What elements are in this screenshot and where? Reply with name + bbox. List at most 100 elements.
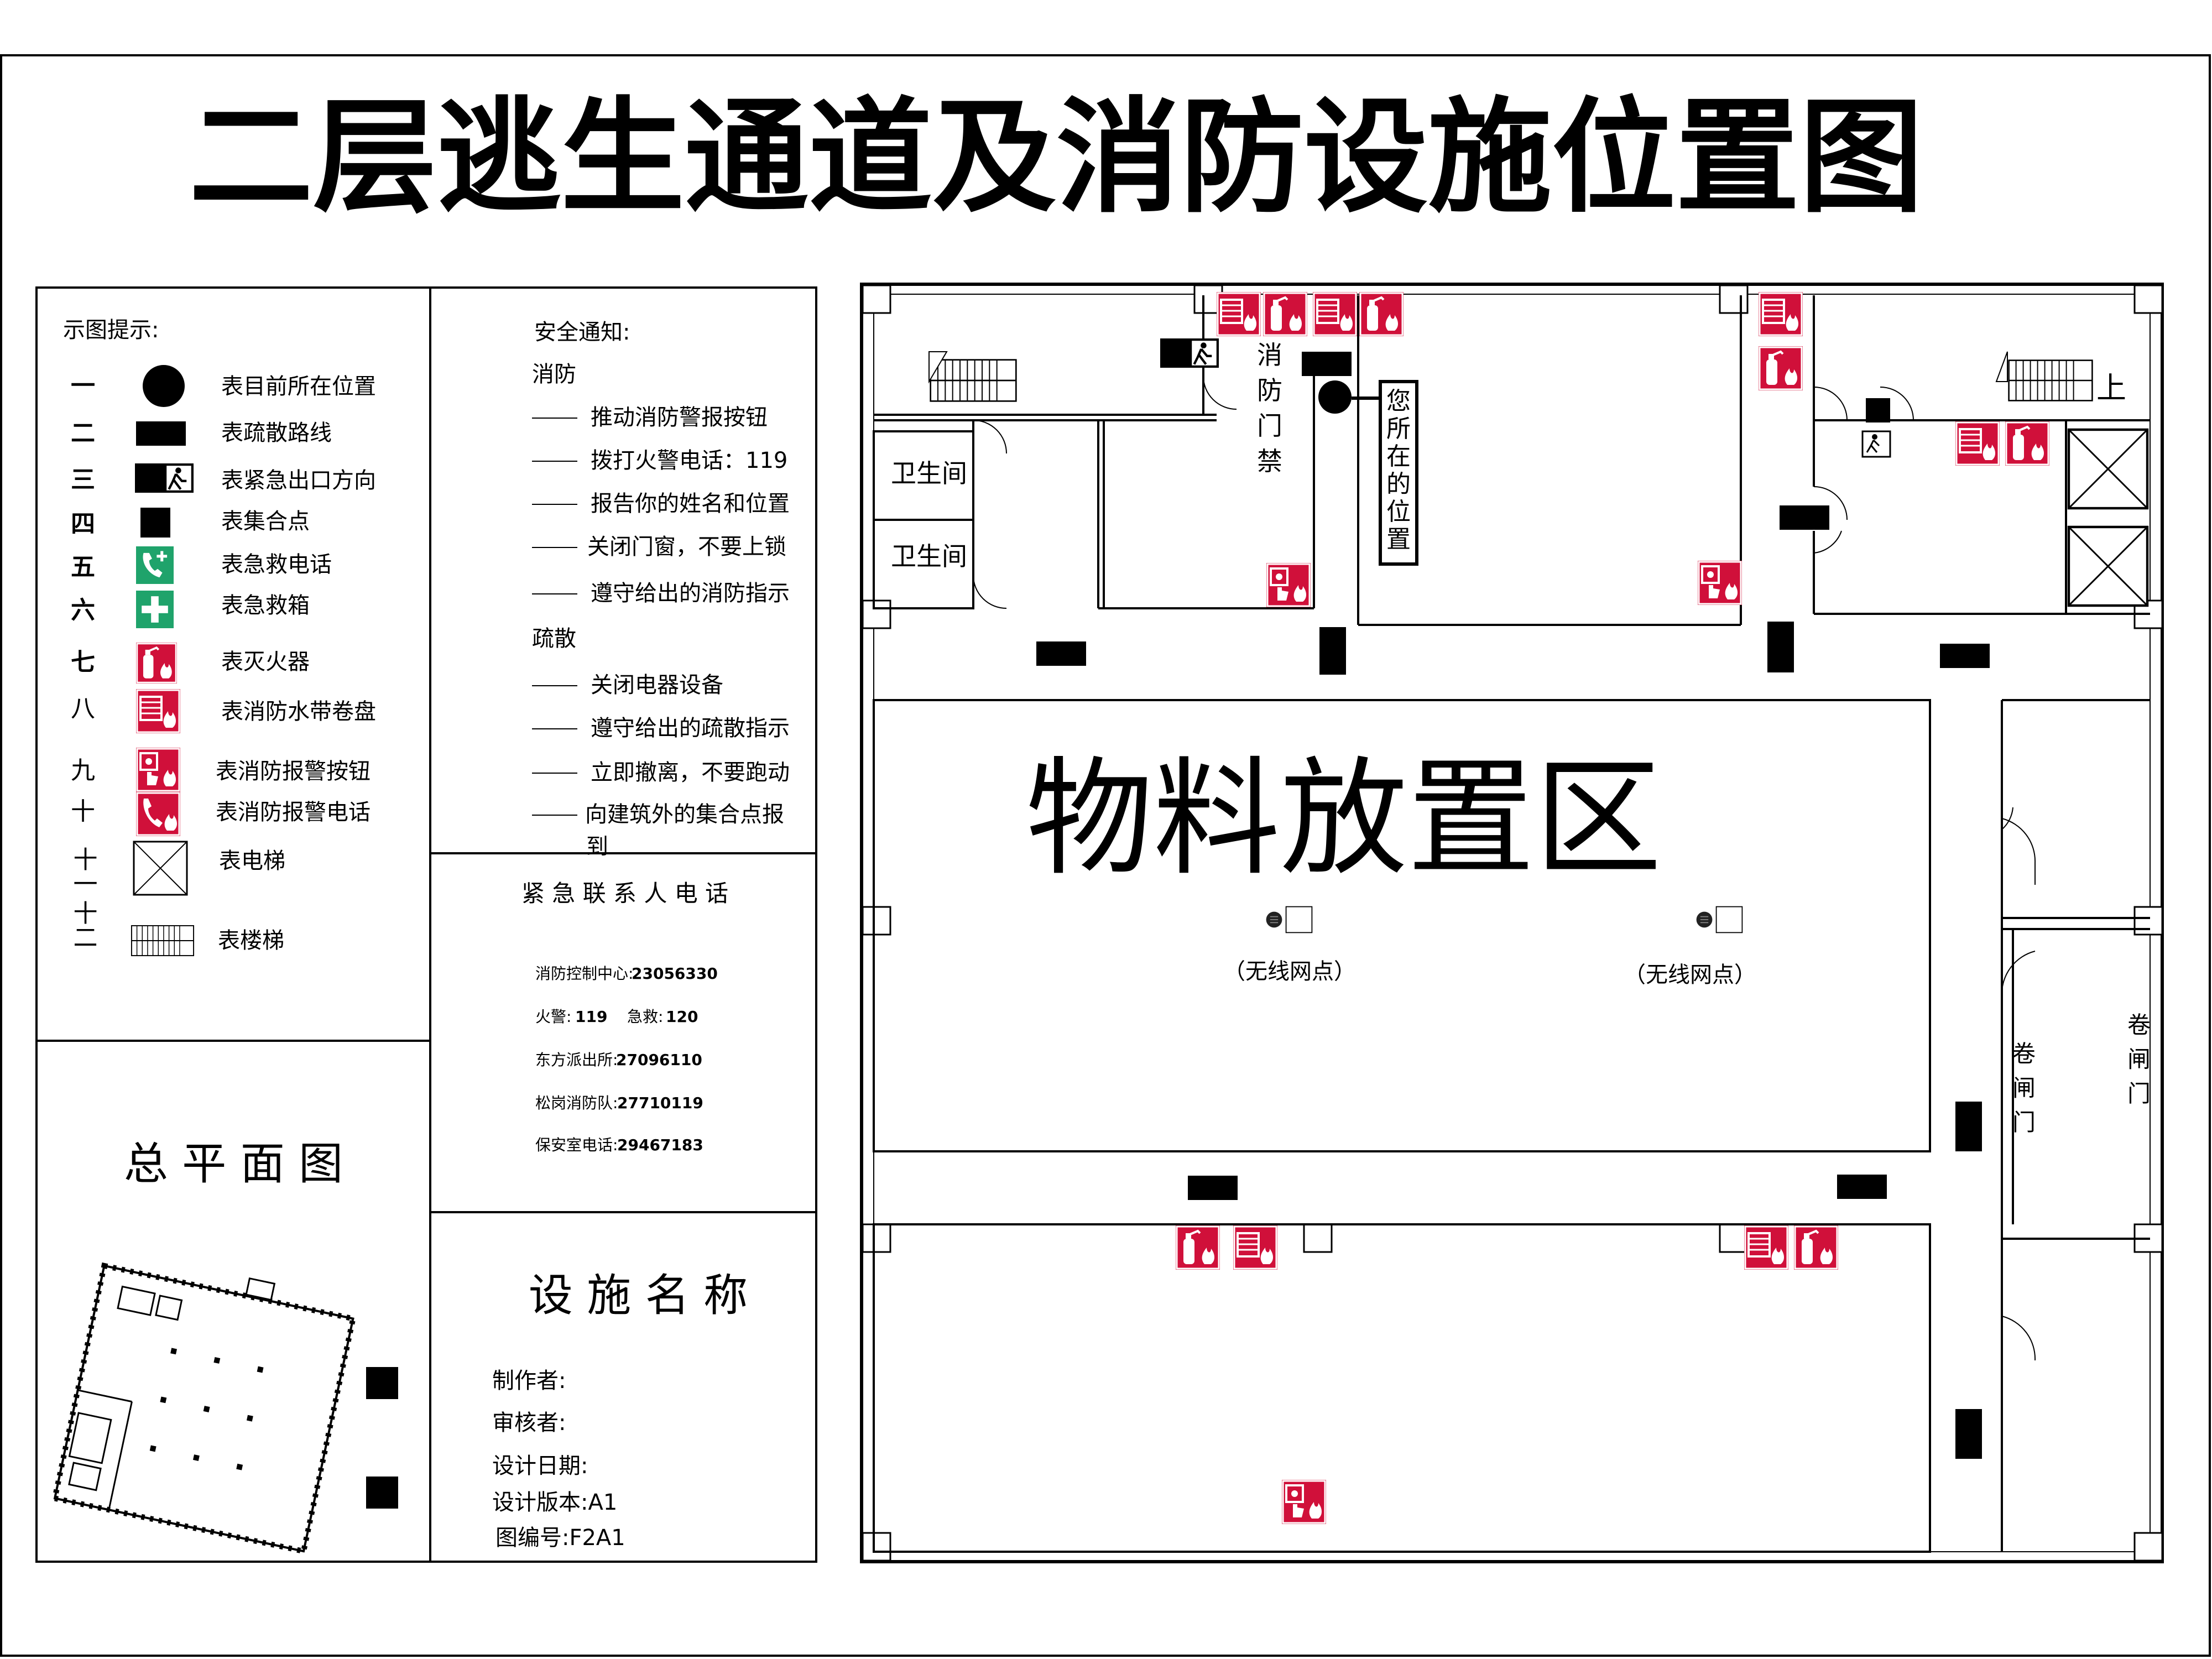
svg-text:卷: 卷 bbox=[2127, 1011, 2151, 1039]
overview-title: 总 平 面 图 bbox=[124, 1138, 343, 1190]
svg-text:门: 门 bbox=[2012, 1109, 2036, 1136]
toilet-label: 卫生间 bbox=[891, 458, 967, 488]
legend-item-5: 五 表急救电话 bbox=[71, 546, 332, 584]
svg-text:表灭火器: 表灭火器 bbox=[221, 649, 310, 675]
position-dot-icon bbox=[1318, 380, 1352, 414]
fire-hose-reel-icon bbox=[1955, 421, 2000, 466]
outer-frame bbox=[0, 54, 2211, 1657]
svg-text:九: 九 bbox=[71, 757, 95, 785]
notice-fire-header: 消防 bbox=[532, 362, 576, 387]
svg-text:闸: 闸 bbox=[2127, 1046, 2151, 1073]
legend-item-4: 四 表集合点 bbox=[71, 508, 310, 538]
svg-text:所: 所 bbox=[1386, 415, 1411, 443]
emergency-phone-icon bbox=[136, 546, 174, 584]
notice-fire-item: 遵守给出的消防指示 bbox=[591, 581, 790, 606]
svg-text:表电梯: 表电梯 bbox=[219, 848, 285, 874]
fire-hose-reel-icon bbox=[136, 689, 180, 733]
fire-extinguisher-icon bbox=[2005, 421, 2049, 466]
fire-extinguisher-icon bbox=[1263, 292, 1307, 336]
position-dot-icon bbox=[143, 365, 185, 407]
svg-text:表消防报警电话: 表消防报警电话 bbox=[216, 800, 371, 825]
legend: 示图提示: 一 表目前所在位置 二 表疏散路线 三 表紧急出口方向 四 表集合点… bbox=[63, 317, 376, 957]
svg-text:十: 十 bbox=[71, 797, 95, 826]
fire-hose-reel-icon bbox=[1313, 292, 1357, 336]
svg-text:二: 二 bbox=[71, 419, 95, 447]
maker-label: 制作者: bbox=[492, 1368, 566, 1394]
legend-item-2: 二 表疏散路线 bbox=[71, 419, 332, 447]
fire-alarm-phone-icon bbox=[136, 792, 180, 836]
svg-text:表楼梯: 表楼梯 bbox=[218, 928, 284, 953]
fire-alarm-button-icon bbox=[136, 748, 180, 792]
info-panel bbox=[35, 286, 817, 1563]
fire-extinguisher-icon bbox=[1794, 1225, 1838, 1270]
floor-plan: 上 卫生间 卫生间 物料放置区 消 防 门 bbox=[860, 283, 2164, 1563]
material-area-label: 物料放置区 bbox=[1026, 745, 1662, 893]
legend-item-6: 六 表急救箱 bbox=[71, 591, 310, 628]
svg-text:表疏散路线: 表疏散路线 bbox=[221, 420, 332, 446]
svg-text:火警:: 火警: bbox=[535, 1008, 571, 1026]
assembly-point-marker bbox=[366, 1367, 398, 1399]
fire-alarm-button-icon bbox=[1698, 561, 1742, 605]
notice-evac-item: 关闭电器设备 bbox=[591, 672, 723, 698]
svg-text:六: 六 bbox=[71, 596, 95, 624]
fire-extinguisher-icon bbox=[136, 643, 177, 684]
stairs-icon bbox=[2007, 359, 2094, 402]
svg-text:急救:: 急救: bbox=[627, 1008, 663, 1026]
evacuation-routes bbox=[1036, 352, 1990, 1459]
svg-text:松岗消防队:: 松岗消防队: bbox=[535, 1094, 618, 1112]
svg-text:您: 您 bbox=[1386, 387, 1411, 415]
notice-evac-item: 到 bbox=[586, 834, 608, 859]
first-aid-icon bbox=[136, 591, 174, 628]
svg-text:闸: 闸 bbox=[2012, 1074, 2036, 1102]
stair-up-label: 上 bbox=[2096, 371, 2126, 405]
you-are-here-callout bbox=[1379, 380, 1418, 566]
legend-item-10: 十 表消防报警电话 bbox=[71, 792, 371, 836]
facility-info: 设 施 名 称 制作者: 审核者: 设计日期: 设计版本:A1 图编号:F2A1 bbox=[492, 1270, 748, 1551]
version-label: 设计版本:A1 bbox=[492, 1490, 617, 1515]
fire-hose-reel-icon bbox=[1759, 292, 1803, 336]
fire-alarm-button-icon bbox=[1266, 563, 1311, 607]
fire-extinguisher-icon bbox=[1759, 346, 1803, 390]
svg-text:表消防水带卷盘: 表消防水带卷盘 bbox=[221, 699, 376, 724]
fire-alarm-button-icon bbox=[1282, 1480, 1326, 1524]
svg-text:防: 防 bbox=[1257, 375, 1282, 405]
svg-text:27710119: 27710119 bbox=[617, 1094, 703, 1112]
roller-door-label: 卷 闸 门 bbox=[2012, 1040, 2036, 1136]
safety-notice: 安全通知: 消防 推动消防警报按钮 拨打火警电话：119 报告你的姓名和位置 关… bbox=[532, 320, 790, 859]
page-title: 二层逃生通道及消防设施位置图 bbox=[189, 85, 1923, 229]
legend-item-12: 十二 表楼梯 bbox=[69, 900, 284, 957]
stairs-icon bbox=[131, 925, 195, 957]
fire-hose-reel-icon bbox=[1744, 1225, 1788, 1270]
fire-extinguisher-icon bbox=[1176, 1225, 1220, 1270]
svg-text:消防控制中心:: 消防控制中心: bbox=[535, 964, 633, 983]
access-control-label: 消 防 门 禁 bbox=[1257, 340, 1282, 476]
wifi-point-label: （无线网点） bbox=[1223, 959, 1356, 984]
svg-text:四: 四 bbox=[71, 510, 95, 538]
svg-text:表消防报警按钮: 表消防报警按钮 bbox=[216, 759, 371, 784]
reviewer-label: 审核者: bbox=[492, 1410, 566, 1436]
notice-fire-item: 报告你的姓名和位置 bbox=[591, 491, 790, 517]
emergency-contacts: 紧 急 联 系 人 电 话 消防控制中心: 23056330 火警: 119 急… bbox=[521, 880, 728, 1154]
toilet-label: 卫生间 bbox=[891, 541, 967, 571]
notice-evac-item: 遵守给出的疏散指示 bbox=[591, 716, 790, 741]
notice-fire-item: 关闭门窗，不要上锁 bbox=[587, 534, 786, 560]
svg-text:十一: 十一 bbox=[69, 847, 97, 895]
svg-text:卷: 卷 bbox=[2012, 1040, 2036, 1067]
legend-item-8: 八 表消防水带卷盘 bbox=[71, 689, 376, 733]
you-are-here-label: 您 所 在 的 位 置 bbox=[1386, 387, 1411, 554]
legend-header: 示图提示: bbox=[63, 317, 159, 343]
fire-extinguisher-icon bbox=[1359, 292, 1404, 336]
columns bbox=[862, 284, 2163, 1562]
svg-text:三: 三 bbox=[71, 466, 95, 494]
svg-text:位: 位 bbox=[1386, 498, 1411, 526]
roller-door-label: 卷 闸 门 bbox=[2127, 1011, 2151, 1107]
notice-fire-item: 推动消防警报按钮 bbox=[591, 405, 768, 430]
svg-text:禁: 禁 bbox=[1257, 446, 1282, 476]
svg-text:东方派出所:: 东方派出所: bbox=[535, 1051, 618, 1069]
stairs-icon bbox=[929, 358, 1018, 403]
elevator-icon bbox=[2069, 527, 2147, 606]
fire-hose-reel-icon bbox=[1217, 292, 1261, 336]
svg-text:十二: 十二 bbox=[69, 900, 97, 949]
notice-evac-item: 立即撤离，不要跑动 bbox=[591, 760, 790, 785]
svg-text:八: 八 bbox=[71, 695, 95, 723]
